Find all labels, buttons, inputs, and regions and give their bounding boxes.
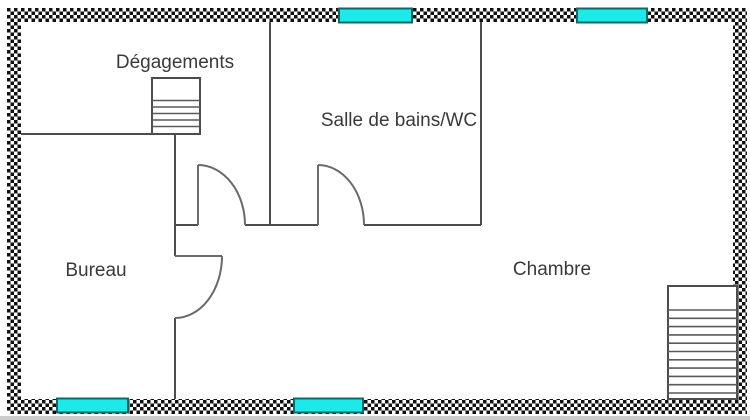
- room-label-degagements: Dégagements: [116, 52, 234, 73]
- window-bottom-left: [56, 397, 129, 414]
- room-label-salle-de-bains: Salle de bains/WC: [321, 110, 477, 131]
- bottom-edge-strip: [0, 416, 750, 420]
- door-degagements: [197, 164, 246, 226]
- floor-area: [21, 22, 733, 399]
- room-label-chambre: Chambre: [513, 259, 591, 280]
- window-top-right: [576, 7, 648, 24]
- radiator-icon: [667, 285, 738, 400]
- door-salle-de-bains: [317, 164, 365, 226]
- stairs-icon: [151, 77, 201, 135]
- window-bottom-middle: [293, 397, 364, 414]
- door-bureau: [174, 255, 223, 319]
- room-label-bureau: Bureau: [65, 260, 126, 281]
- window-top-left: [338, 7, 413, 24]
